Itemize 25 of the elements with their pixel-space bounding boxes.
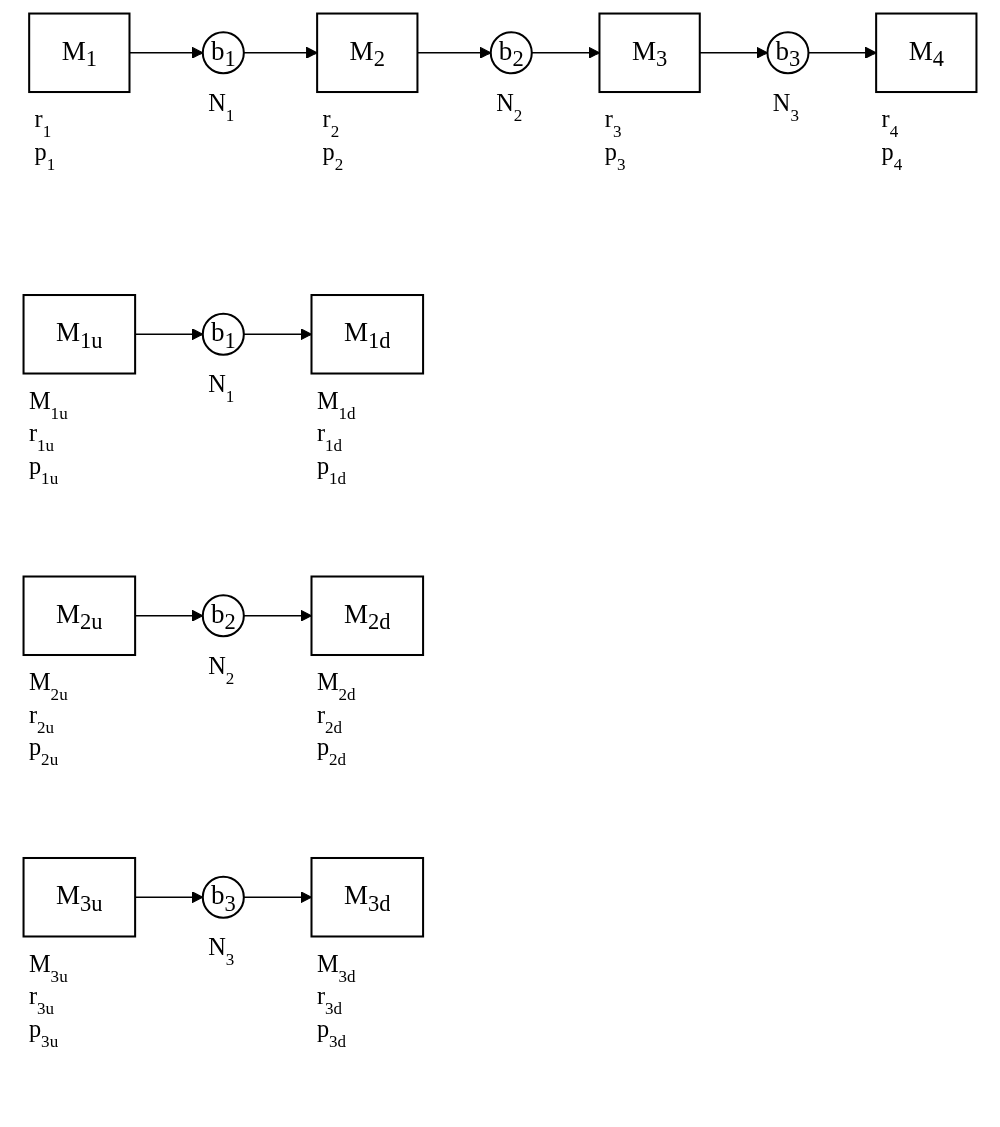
node-box: M$_{3d}$ [310,857,425,938]
node-annotation: N$_{1}$ [208,88,235,125]
arrow [243,46,318,59]
node-annotation: N$_{3}$ [772,88,799,125]
node-box: M$_{1d}$ [310,294,425,375]
node-annotation: N$_{1}$ [208,370,235,406]
node-circle: b$_{1}$ [201,312,245,356]
arrow [699,46,768,59]
arrow [531,46,600,59]
node-circle: b$_{2}$ [489,31,533,75]
node-box: M$_{1}$ [28,12,131,94]
node-box: M$_{1u}$ [22,294,137,375]
node-circle: b$_{2}$ [201,594,245,638]
node-annotation: N$_{2}$ [496,88,523,125]
node-box: M$_{2}$ [316,12,419,94]
node-box: M$_{4}$ [875,12,978,94]
node-annotation: N$_{3}$ [208,933,235,969]
node-box: M$_{2d}$ [310,575,425,656]
node-circle: b$_{3}$ [201,875,245,919]
node-circle: b$_{1}$ [201,31,245,75]
node-box: M$_{3}$ [598,12,701,94]
node-box: M$_{2u}$ [22,575,137,656]
node-circle: b$_{3}$ [766,31,810,75]
node-annotation: N$_{2}$ [208,651,235,688]
node-box: M$_{3u}$ [22,857,137,938]
